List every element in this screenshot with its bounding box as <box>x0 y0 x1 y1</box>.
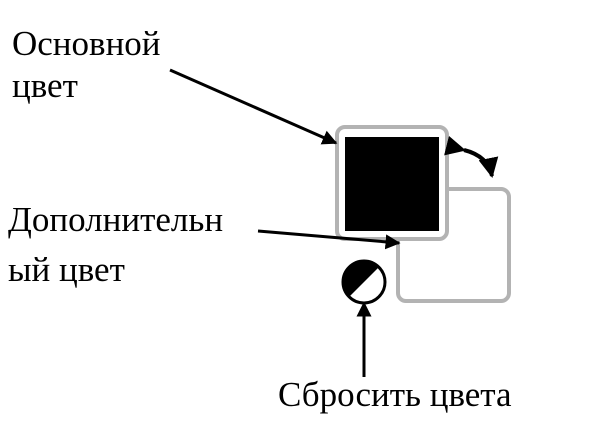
swap-colors-icon[interactable] <box>444 135 499 178</box>
reset-colors-icon[interactable] <box>341 259 387 305</box>
reset-colors-label: Сбросить цвета <box>278 375 512 414</box>
secondary-arrow <box>257 229 401 250</box>
secondary-color-label: Дополнительн <box>8 200 224 239</box>
foreground-color-swatch[interactable] <box>345 137 439 231</box>
primary-color-label-2: цвет <box>12 66 78 105</box>
primary-color-label: Основной <box>12 24 161 63</box>
primary-arrow <box>169 68 338 145</box>
secondary-color-label-2: ый цвет <box>8 250 125 289</box>
